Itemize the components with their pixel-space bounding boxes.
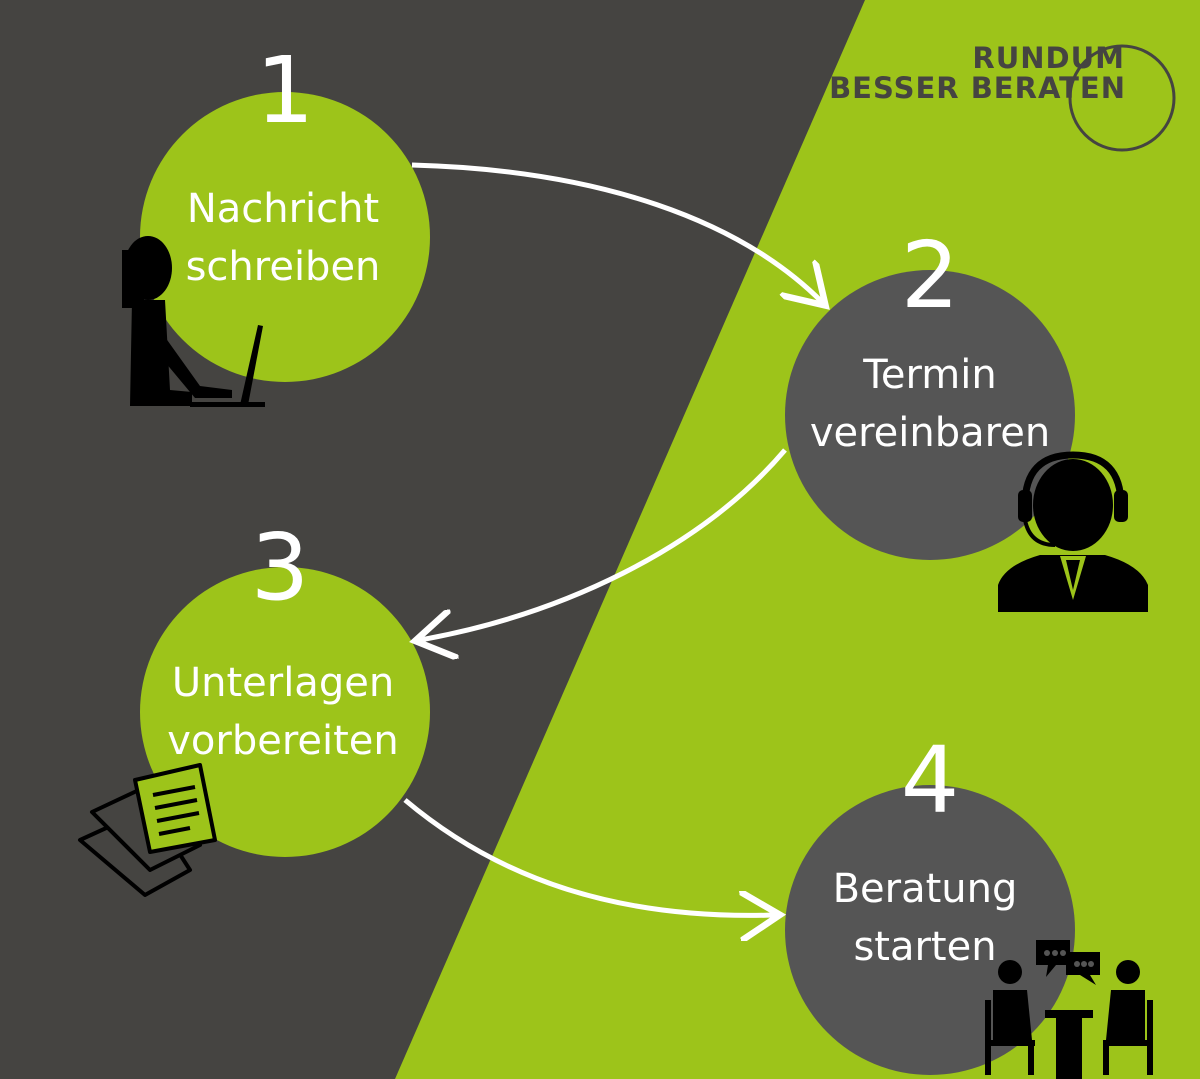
arrow-3-to-4 [403, 798, 775, 915]
logo-line-2: BESSER BERATEN [829, 71, 1126, 105]
woman-laptop-icon [122, 236, 265, 407]
step-2-number: 2 [900, 222, 960, 329]
step-3-circle [140, 567, 430, 857]
step-3-label-line-1: Unterlagen [171, 660, 395, 706]
step-4-label-line-2: starten [853, 924, 997, 970]
step-2-label-line-1: Termin [863, 352, 997, 398]
step-3-label-line-2: vorbereiten [167, 718, 399, 764]
step-2-label: Termin vereinbaren [780, 346, 1080, 462]
step-2-label-line-2: vereinbaren [809, 410, 1051, 456]
brand-logo: RUNDUM BESSER BERATEN [829, 43, 1125, 103]
logo-ring [1068, 44, 1176, 152]
arrow-2-to-3 [420, 448, 787, 640]
logo-line-1: RUNDUM [972, 41, 1125, 75]
step-2-circle [785, 270, 1075, 560]
step-4-number: 4 [900, 727, 960, 834]
step-3-number: 3 [250, 514, 310, 621]
step-1-label-line-1: Nachricht [186, 186, 380, 232]
step-1-circle [140, 92, 430, 382]
step-1-number: 1 [255, 37, 315, 144]
step-1-label: Nachricht schreiben [133, 180, 433, 296]
step-4-label: Beratung starten [775, 860, 1075, 976]
meeting-icon [985, 940, 1153, 1079]
step-1-label-line-2: schreiben [185, 244, 381, 290]
arrow-1-to-2 [411, 162, 822, 302]
documents-icon [78, 763, 217, 897]
headset-agent-icon [998, 451, 1148, 612]
step-4-label-line-1: Beratung [832, 866, 1018, 912]
step-3-label: Unterlagen vorbereiten [133, 654, 433, 770]
